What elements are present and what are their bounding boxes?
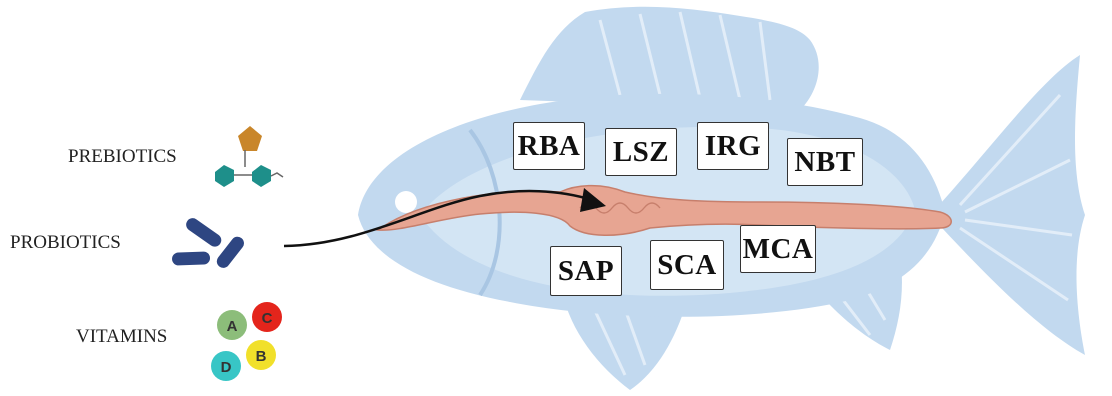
marker-nbt: NBT	[787, 138, 863, 186]
probiotics-icon	[172, 216, 247, 271]
marker-lsz: LSZ	[605, 128, 677, 176]
marker-sap: SAP	[550, 246, 622, 296]
vitamins-label: VITAMINS	[76, 326, 167, 348]
vitamins-icon: A C D B	[211, 302, 282, 381]
prebiotics-icon	[215, 126, 283, 187]
vitamin-d-letter: D	[221, 359, 232, 376]
tail-fin	[930, 55, 1085, 355]
vitamin-a-letter: A	[227, 318, 238, 335]
prebiotics-label: PREBIOTICS	[68, 146, 177, 168]
fish	[284, 7, 1085, 390]
marker-mca: MCA	[740, 225, 816, 273]
vitamin-c-letter: C	[262, 310, 273, 327]
marker-rba: RBA	[513, 122, 585, 170]
vitamin-b-letter: B	[256, 348, 267, 365]
marker-sca: SCA	[650, 240, 724, 290]
probiotics-label: PROBIOTICS	[10, 232, 121, 254]
fish-eye	[395, 191, 417, 213]
marker-irg: IRG	[697, 122, 769, 170]
